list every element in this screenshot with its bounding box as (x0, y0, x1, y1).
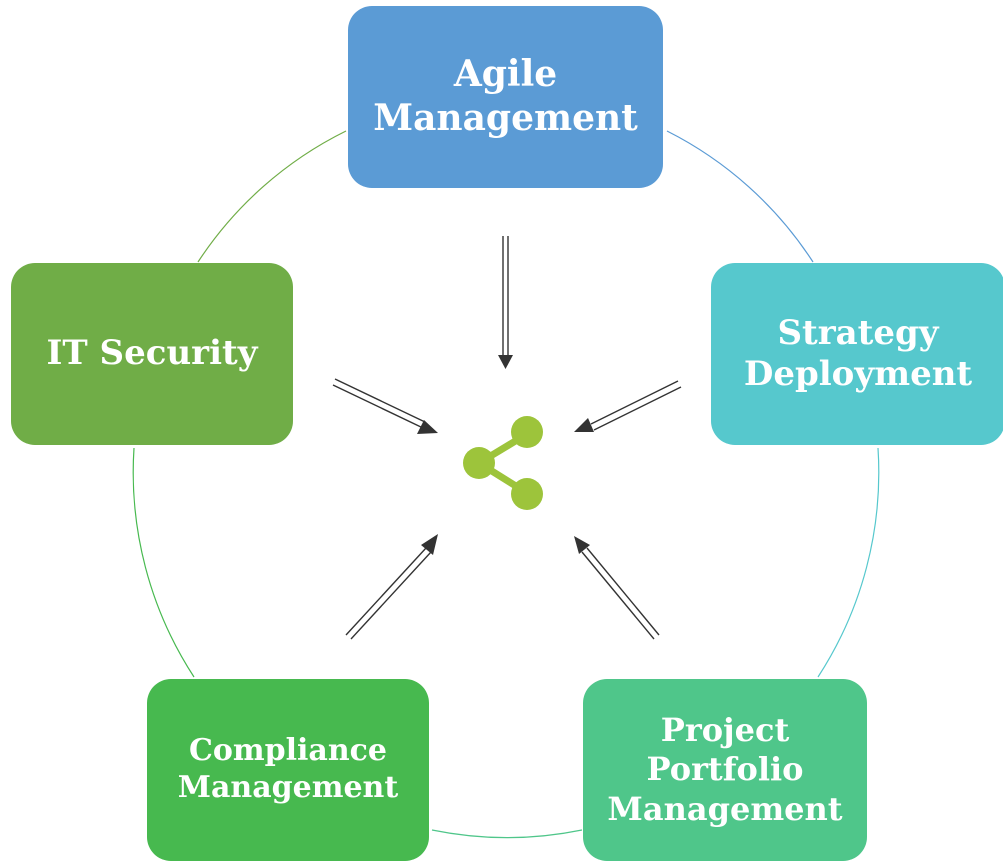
node-label-line: IT Security (46, 333, 258, 374)
ring-arc-it-agile (197, 130, 347, 263)
ring-arc-compliance-it (132, 447, 195, 678)
node-label-line: Project (660, 711, 790, 750)
arrow-from-strategy (574, 380, 682, 432)
node-compliance-management: Compliance Management (147, 679, 429, 861)
share-icon (463, 416, 543, 510)
node-it-security: IT Security (11, 263, 293, 445)
arrow-from-it (332, 378, 438, 434)
node-label-line: Portfolio (646, 750, 804, 789)
ring-arc-strategy-project (817, 447, 880, 678)
arrow-from-compliance (345, 534, 438, 640)
ring-arc-agile-strategy (666, 130, 814, 263)
node-label-line: Agile (453, 53, 558, 96)
arrow-from-agile (498, 236, 513, 369)
node-label-line: Deployment (743, 354, 973, 394)
arrow-from-project (574, 536, 660, 640)
node-label-line: Strategy (777, 312, 939, 353)
node-agile-management: Agile Management (348, 6, 663, 188)
node-label-line: Management (607, 789, 843, 828)
node-label-line: Management (373, 97, 638, 139)
node-label-line: Compliance (188, 733, 387, 769)
ring-arc-project-compliance (431, 829, 583, 839)
node-strategy-deployment: Strategy Deployment (711, 263, 1003, 445)
node-project-portfolio-management: Project Portfolio Management (583, 679, 867, 861)
node-label-line: Management (177, 770, 399, 805)
